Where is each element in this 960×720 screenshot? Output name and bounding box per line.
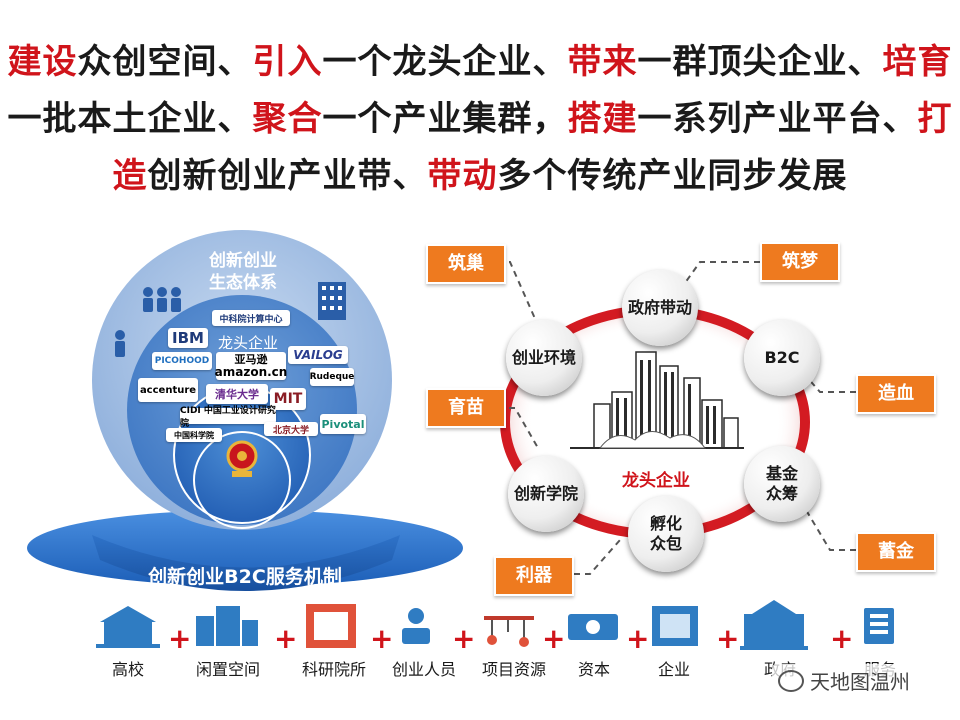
service-icon bbox=[864, 608, 894, 644]
headline-text: 一个龙头企业、 bbox=[322, 42, 568, 82]
logo-accenture: accenture bbox=[138, 378, 198, 402]
bottom-label-capital: 资本 bbox=[577, 660, 610, 679]
headline-highlight: 搭建 bbox=[567, 99, 638, 139]
government-icon bbox=[740, 600, 808, 650]
project-resources-icon bbox=[484, 616, 534, 647]
logo-rudeque: Rudeque bbox=[310, 368, 354, 386]
plus-sign: + bbox=[452, 622, 476, 655]
idle-space-icon bbox=[196, 606, 258, 646]
research-institute-icon bbox=[306, 604, 356, 648]
tag-xujin: 蓄金 bbox=[856, 532, 936, 572]
entrepreneur-icon bbox=[402, 608, 430, 644]
leader-label-left: 龙头企业 bbox=[218, 334, 279, 352]
bottom-label-research: 科研院所 bbox=[301, 660, 366, 679]
people-icon bbox=[115, 287, 181, 357]
national-emblem-icon bbox=[226, 440, 258, 477]
base-label: 创新创业B2C服务机制 bbox=[148, 566, 342, 588]
tag-liqi: 利器 bbox=[494, 556, 574, 596]
wechat-icon bbox=[778, 669, 804, 692]
headline-highlight: 培育 bbox=[882, 42, 953, 82]
plus-sign: + bbox=[168, 622, 192, 655]
headline-highlight: 造 bbox=[112, 156, 148, 196]
watermark: 天地图温州 bbox=[772, 664, 916, 697]
center-label: 龙头企业 bbox=[622, 471, 690, 491]
plus-sign: + bbox=[370, 622, 394, 655]
headline-text: 一群顶尖企业、 bbox=[637, 42, 883, 82]
headline-text: 一个产业集群， bbox=[322, 99, 568, 139]
headline-highlight: 引入 bbox=[252, 42, 323, 82]
headline-text: 一系列产业平台、 bbox=[637, 99, 918, 139]
logo-peking: 北京大学 bbox=[264, 422, 318, 436]
logo-mit: MIT bbox=[270, 388, 306, 410]
node-gov: 政府带动 bbox=[622, 270, 698, 346]
capital-icon bbox=[568, 614, 618, 640]
node-academy: 创新学院 bbox=[508, 456, 584, 532]
plus-sign: + bbox=[274, 622, 298, 655]
node-incubate: 孵化众包 bbox=[628, 496, 704, 572]
logo-ibm: IBM bbox=[168, 328, 208, 348]
node-fund: 基金众筹 bbox=[744, 446, 820, 522]
tag-yumiao: 育苗 bbox=[426, 388, 506, 428]
bottom-label-enterprise: 企业 bbox=[657, 660, 690, 679]
university-icon bbox=[96, 606, 160, 648]
headline-text: 一批本土企业、 bbox=[7, 99, 253, 139]
plus-sign: + bbox=[626, 622, 650, 655]
logo-picohood: PICOHOOD bbox=[152, 352, 212, 370]
logo-tsinghua: 清华大学 bbox=[206, 384, 268, 404]
bottom-label-projects: 项目资源 bbox=[481, 660, 546, 679]
bottom-label-entrepreneurs: 创业人员 bbox=[391, 660, 456, 679]
headline-line-1: 建设众创空间、引入一个龙头企业、带来一群顶尖企业、培育 bbox=[0, 34, 960, 83]
logo-pivotal: Pivotal bbox=[320, 414, 366, 434]
headline-text: 多个传统产业同步发展 bbox=[497, 156, 848, 196]
bottom-label-university: 高校 bbox=[111, 660, 144, 679]
plus-sign: + bbox=[542, 622, 566, 655]
headline-text: 众创空间、 bbox=[77, 42, 253, 82]
logo-cas: 中科院计算中心 bbox=[212, 310, 290, 326]
logo-vailog: VAILOG bbox=[288, 346, 348, 364]
node-b2c: B2C bbox=[744, 320, 820, 396]
bottom-label-idle-space: 闲置空间 bbox=[195, 660, 260, 679]
base-band bbox=[92, 535, 400, 591]
headline-line-3: 造创新创业产业带、带动多个传统产业同步发展 bbox=[0, 148, 960, 197]
headline-highlight: 打 bbox=[917, 99, 953, 139]
headline-highlight: 带来 bbox=[567, 42, 638, 82]
plus-sign: + bbox=[830, 622, 854, 655]
plus-sign: + bbox=[716, 622, 740, 655]
tag-zhuchao: 筑巢 bbox=[426, 244, 506, 284]
logo-amazon: 亚马逊 amazon.cn bbox=[214, 352, 288, 380]
sphere-title: 创新创业 生态体系 bbox=[209, 251, 277, 293]
tag-zaoxue: 造血 bbox=[856, 374, 936, 414]
logo-cas2: 中国科学院 bbox=[166, 428, 222, 442]
headline-line-2: 一批本土企业、聚合一个产业集群，搭建一系列产业平台、打 bbox=[0, 91, 960, 140]
headline-highlight: 聚合 bbox=[252, 99, 323, 139]
headline-highlight: 建设 bbox=[7, 42, 78, 82]
node-env: 创业环境 bbox=[506, 320, 582, 396]
headline-highlight: 带动 bbox=[427, 156, 498, 196]
enterprise-icon bbox=[652, 606, 698, 646]
building-icon bbox=[318, 282, 346, 320]
tag-zhumeng: 筑梦 bbox=[760, 242, 840, 282]
headline-text: 创新创业产业带、 bbox=[147, 156, 428, 196]
